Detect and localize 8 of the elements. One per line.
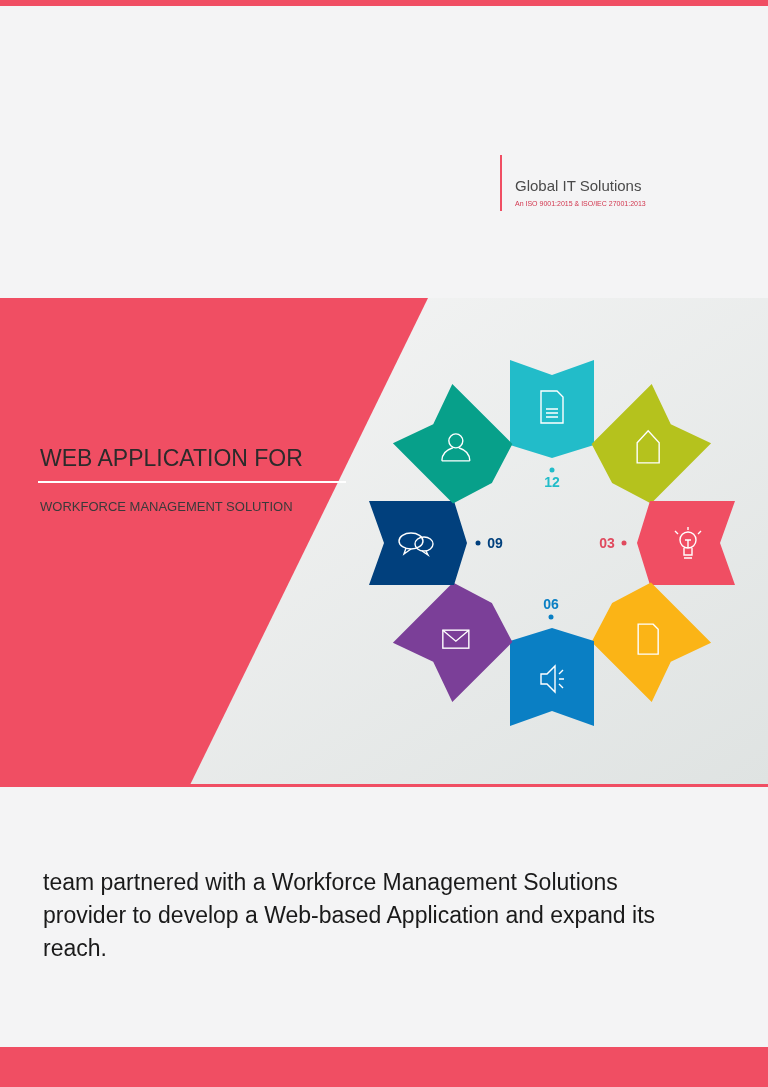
- subtitle: WORKFORCE MANAGEMENT SOLUTION: [40, 498, 293, 516]
- dial-number: 09: [487, 535, 503, 551]
- dial-number: 12: [544, 474, 560, 490]
- tagline: Global IT Solutions: [515, 176, 642, 196]
- dial-number: 03: [599, 535, 615, 551]
- title: WEB APPLICATION FOR: [40, 444, 303, 473]
- body-paragraph: team partnered with a Workforce Management Solutions provider to develop a Web-based Application and expand its reach.: [43, 868, 657, 963]
- dial-number: 06: [543, 596, 559, 612]
